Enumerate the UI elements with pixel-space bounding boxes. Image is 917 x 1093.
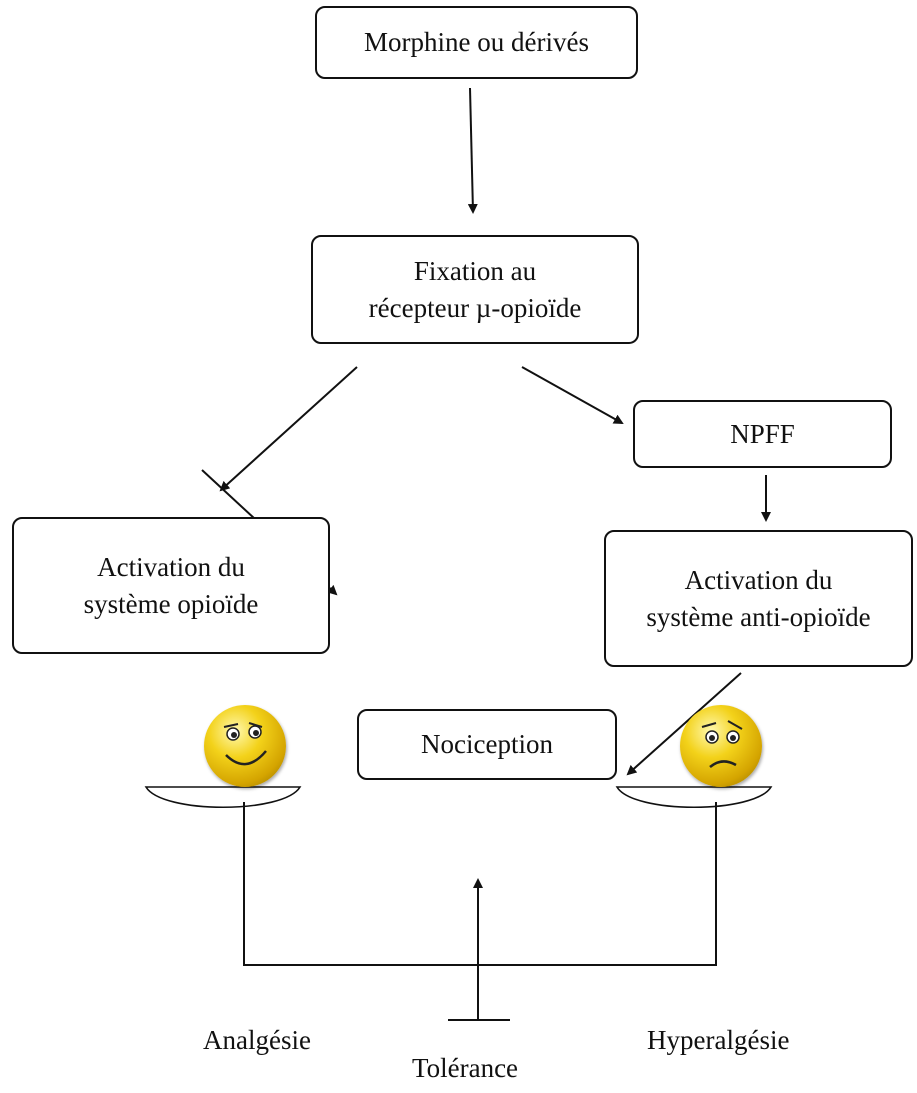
node-nociception: Nociception <box>357 709 617 780</box>
node-antiopioid-line2: système anti-opioïde <box>646 601 871 632</box>
worried-face-icon <box>680 705 762 787</box>
node-fixation-line1: Fixation au <box>413 256 537 287</box>
label-tolerance: Tolérance <box>412 1053 519 1083</box>
node-nociception-label: Nociception <box>421 729 553 760</box>
node-opioid-line2: système opioïde <box>83 588 259 619</box>
node-fixation: Fixation au récepteur µ-opioïde <box>311 235 639 344</box>
node-antiopioid-line1: Activation du <box>684 565 833 596</box>
arrow-morphine-to-fixation <box>467 87 478 214</box>
arrow-antiopioid-to-nociception <box>626 672 742 776</box>
node-opioid-system: Activation du système opioïde <box>12 517 330 654</box>
happy-face-icon <box>204 705 286 787</box>
arrow-fixation-to-npff <box>521 366 624 424</box>
scale-right-pan <box>615 786 773 809</box>
scale-left-pan <box>144 786 302 809</box>
node-fixation-line2: récepteur µ-opioïde <box>368 292 582 323</box>
node-npff-label: NPFF <box>730 418 795 449</box>
node-opioid-line1: Activation du <box>97 552 245 583</box>
node-morphine: Morphine ou dérivés <box>315 6 638 79</box>
node-morphine-label: Morphine ou dérivés <box>364 27 589 58</box>
scale-beam <box>243 802 717 966</box>
label-hyperalgesia: Hyperalgésie <box>647 1025 790 1055</box>
arrow-fixation-to-opioid <box>219 366 358 492</box>
node-antiopioid-system: Activation du système anti-opioïde <box>604 530 913 667</box>
label-analgesia: Analgésie <box>203 1025 311 1055</box>
node-npff: NPFF <box>633 400 892 468</box>
